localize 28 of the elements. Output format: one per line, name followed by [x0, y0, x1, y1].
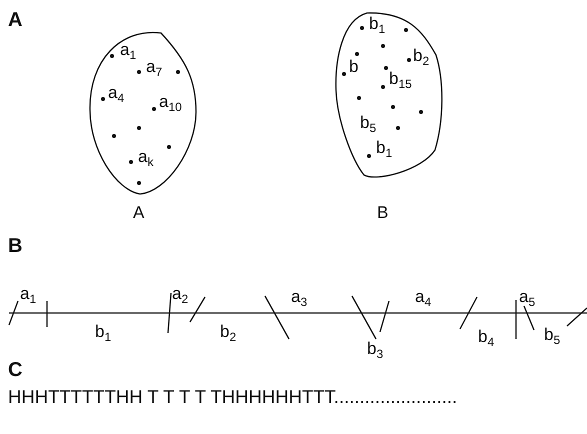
- panel-letter: C: [8, 360, 22, 380]
- segment-label: b$_{4}$: [478, 328, 494, 345]
- panel-letter: A: [8, 10, 22, 30]
- element-label: b$_{2}$: [413, 47, 430, 64]
- set-name: A: [133, 204, 144, 221]
- segment-label: a$_{5}$: [519, 288, 536, 305]
- element-label: b$_{15}$: [389, 70, 412, 87]
- element-label: b$_{5}$: [360, 114, 376, 131]
- sequence-text: HHHTTTTTTHH T T T T THHHHHHTTT........................: [8, 388, 458, 406]
- element-label: a$_{7}$: [146, 58, 162, 75]
- panel-letter: B: [8, 236, 22, 256]
- segment-label: b$_{1}$: [95, 323, 112, 340]
- segment-label: a$_{4}$: [415, 288, 432, 305]
- set-blob: [332, 10, 444, 180]
- segment-label: b$_{2}$: [220, 323, 236, 340]
- element-label: a$_{1}$: [120, 41, 136, 58]
- element-label: b$_{1}$: [376, 139, 392, 156]
- segment-label: a$_{2}$: [172, 285, 188, 302]
- element-label: b: [349, 58, 358, 75]
- segment-label: b$_{5}$: [544, 326, 560, 343]
- element-label: a$_{4}$: [108, 84, 124, 101]
- segment-label: b$_{3}$: [367, 340, 384, 357]
- element-label: a$_{k}$: [138, 148, 154, 165]
- segment-label: a$_{3}$: [291, 288, 308, 305]
- segment-label: a$_{1}$: [20, 285, 36, 302]
- element-label: b$_{1}$: [369, 15, 386, 32]
- element-label: a$_{10}$: [159, 93, 182, 110]
- set-name: B: [377, 204, 388, 221]
